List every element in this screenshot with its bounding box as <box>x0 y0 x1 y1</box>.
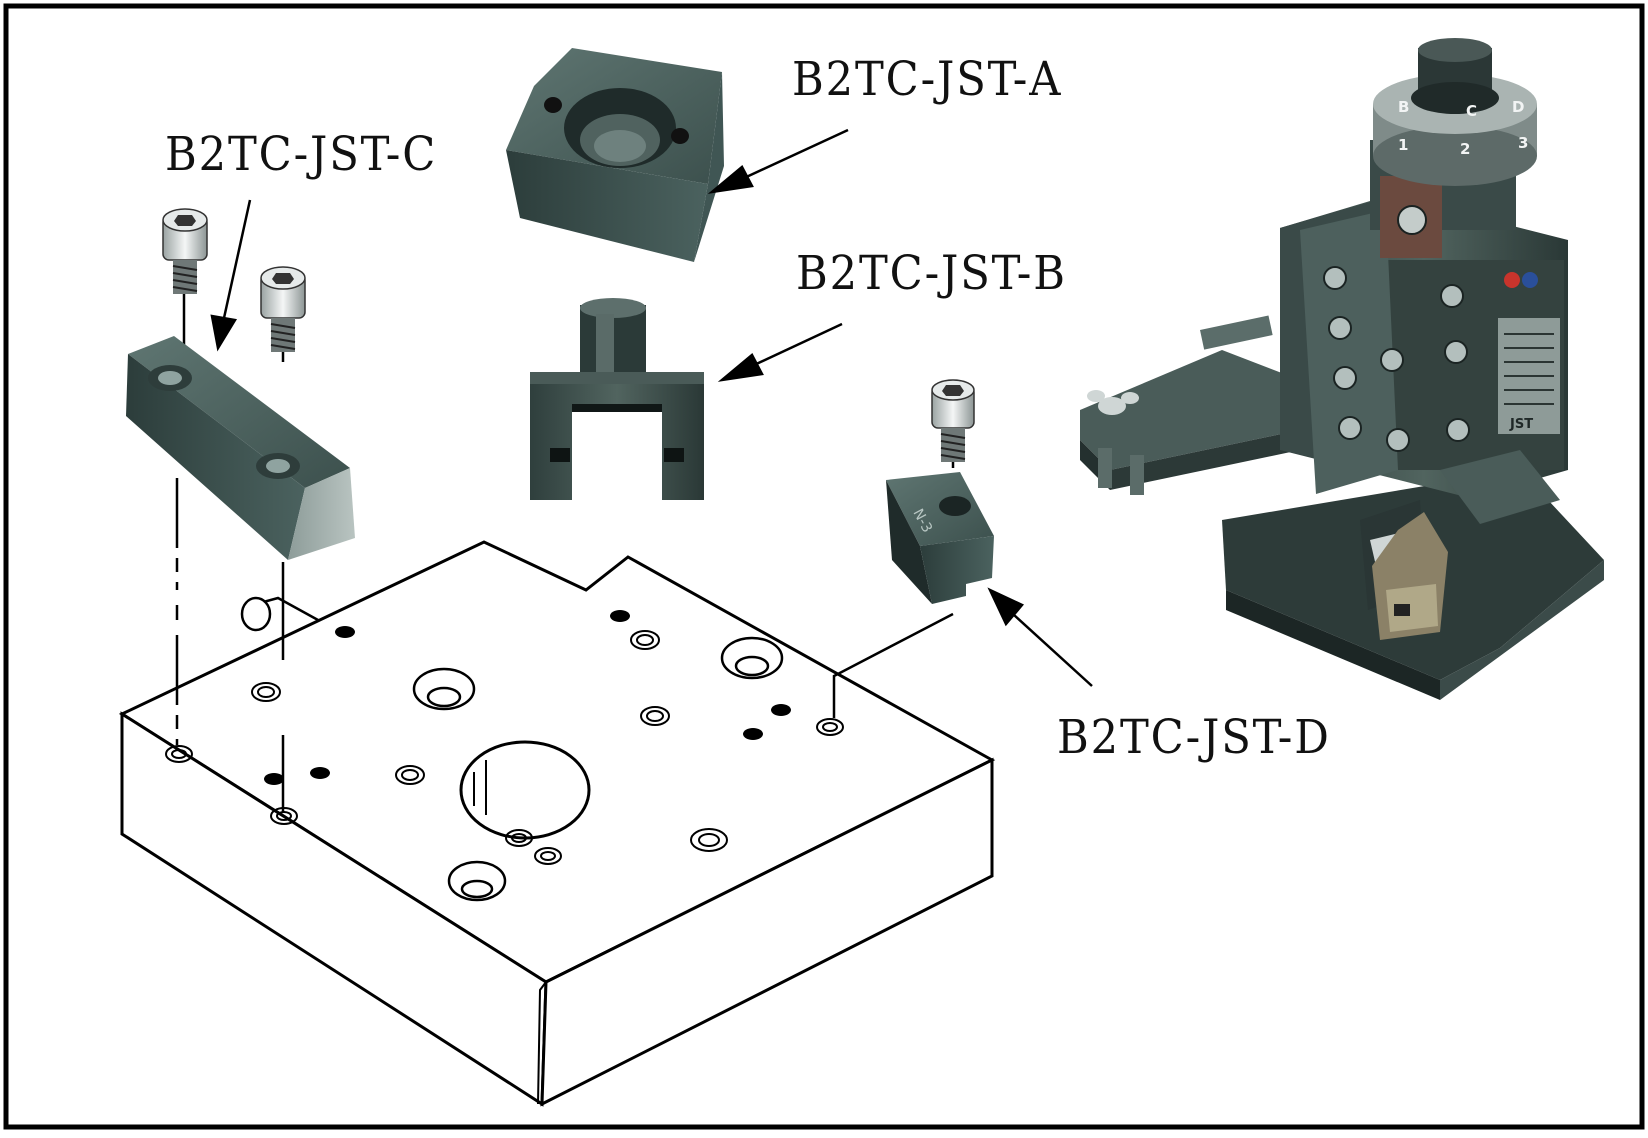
dial-mark: D <box>1512 98 1524 116</box>
part-b-holder <box>530 298 704 500</box>
label-part-b: B2TC-JST-B <box>796 246 1067 301</box>
dial-mark: B <box>1398 98 1409 116</box>
part-c-screw-right <box>260 266 306 352</box>
dial-mark: 2 <box>1460 140 1470 158</box>
part-c-screw-left <box>162 208 208 294</box>
applicator-plate-mark: JST <box>1509 417 1533 432</box>
pointer-arrows <box>210 128 1093 687</box>
part-d-block: N-3 <box>886 472 994 604</box>
wing-nut-icon <box>1087 390 1139 415</box>
logo-dot-icon <box>1522 272 1538 288</box>
dial-mark: 3 <box>1518 134 1528 152</box>
tapped-holes <box>165 630 844 865</box>
applicator-machine: JST B C D 1 2 3 <box>1080 38 1604 700</box>
part-d-screw <box>931 379 975 462</box>
label-part-c: B2TC-JST-C <box>165 127 438 182</box>
part-a-block <box>506 48 724 262</box>
dial-mark: 1 <box>1398 136 1408 154</box>
label-part-a: B2TC-JST-A <box>792 52 1063 107</box>
part-c-bar <box>126 336 355 560</box>
blind-holes <box>264 610 791 785</box>
adjust-screws-icon <box>1098 448 1144 495</box>
dial-marks: B C D 1 2 3 <box>1398 98 1528 158</box>
counterbored-holes <box>412 636 784 902</box>
dial-mark: C <box>1466 102 1477 120</box>
logo-dot-icon <box>1504 272 1520 288</box>
base-plate <box>118 540 996 1107</box>
assembly-guide-lines <box>175 292 955 812</box>
label-part-d: B2TC-JST-D <box>1057 710 1331 765</box>
